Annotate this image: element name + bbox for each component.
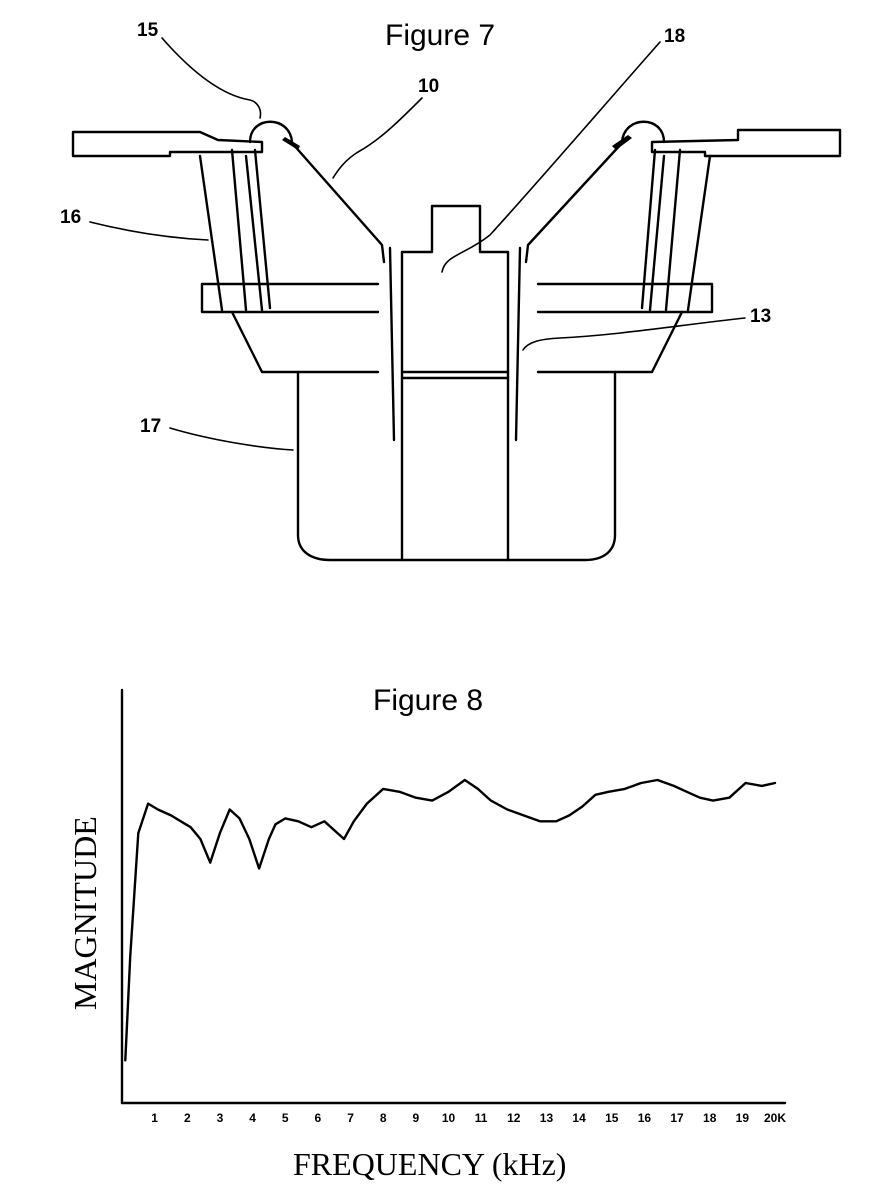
x-tick-label: 20K xyxy=(764,1111,786,1125)
x-tick-label: 15 xyxy=(605,1111,619,1125)
figure-7: Figure 7 15 10 18 16 13 17 xyxy=(60,19,842,562)
left-basket-leg xyxy=(198,148,272,312)
voice-coil-right xyxy=(514,246,522,442)
left-surround xyxy=(248,120,294,144)
top-plate xyxy=(200,282,714,314)
callout-17: 17 xyxy=(140,416,161,437)
callout-15: 15 xyxy=(137,20,159,41)
x-axis-label: FREQUENCY (kHz) xyxy=(293,1146,566,1182)
pole-split xyxy=(400,370,510,380)
y-axis-label: MAGNITUDE xyxy=(67,816,103,1010)
figure-8-title: Figure 8 xyxy=(373,684,483,717)
x-tick-label: 17 xyxy=(670,1111,684,1125)
leader-15 xyxy=(161,37,262,119)
x-tick-label: 10 xyxy=(442,1111,456,1125)
x-tick-label: 3 xyxy=(217,1111,224,1125)
leader-17 xyxy=(169,427,294,451)
frequency-response-curve xyxy=(124,778,777,1062)
x-tick-label: 1 xyxy=(151,1111,158,1125)
right-basket-leg xyxy=(640,148,712,312)
magnet xyxy=(230,310,684,374)
callout-18: 18 xyxy=(664,26,685,47)
x-tick-label: 11 xyxy=(475,1111,488,1125)
callout-13: 13 xyxy=(750,306,771,327)
bottom-cup xyxy=(296,370,617,562)
x-tick-label: 5 xyxy=(282,1111,289,1125)
right-flange xyxy=(650,128,842,158)
x-tick-label: 18 xyxy=(703,1111,717,1125)
cone-left xyxy=(290,141,386,264)
pole-piece xyxy=(400,204,510,562)
x-tick-label: 2 xyxy=(184,1111,191,1125)
x-tick-label: 14 xyxy=(572,1111,586,1125)
leader-10 xyxy=(332,97,423,179)
leader-18 xyxy=(441,41,661,273)
voice-coil-left xyxy=(388,246,396,442)
x-tick-label: 19 xyxy=(736,1111,750,1125)
x-tick-label: 7 xyxy=(347,1111,354,1125)
x-tick-label: 9 xyxy=(413,1111,420,1125)
right-surround xyxy=(620,120,666,144)
cone-right xyxy=(524,141,624,264)
x-tick-label: 12 xyxy=(507,1111,521,1125)
leader-16 xyxy=(89,221,209,241)
callout-10: 10 xyxy=(418,76,439,97)
x-tick-label: 16 xyxy=(638,1111,652,1125)
leader-13 xyxy=(522,317,746,351)
x-tick-label: 8 xyxy=(380,1111,387,1125)
callout-16: 16 xyxy=(60,207,81,228)
x-tick-label: 13 xyxy=(540,1111,554,1125)
left-flange xyxy=(71,130,264,158)
x-tick-label: 4 xyxy=(249,1111,256,1125)
figure-7-title: Figure 7 xyxy=(385,19,495,52)
x-tick-label: 6 xyxy=(315,1111,322,1125)
